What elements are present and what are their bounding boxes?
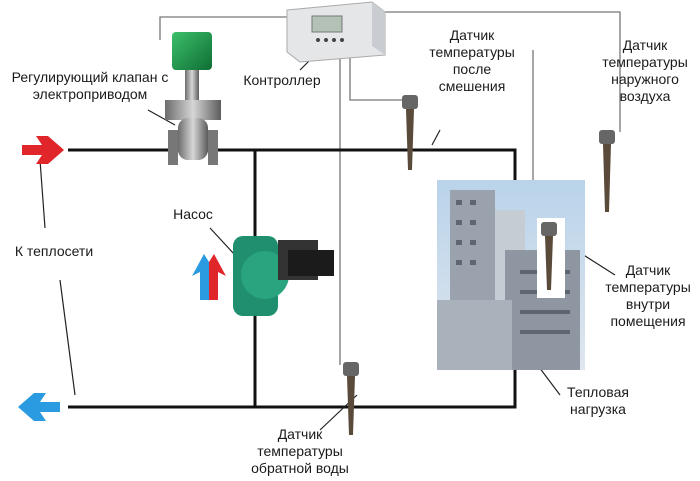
return-arrow-icon	[18, 393, 60, 421]
network-label: К теплосети	[14, 243, 94, 259]
sensor-return-icon	[343, 362, 359, 435]
sensor-mix-label: Датчик температуры после смешения	[429, 27, 515, 94]
valve-label: Регулирующий клапан с электроприводом	[11, 69, 169, 102]
sensor-outdoor-label: Датчик температуры наружного воздуха	[602, 37, 688, 104]
sensor-indoor-icon	[541, 222, 557, 290]
control-valve	[165, 32, 221, 165]
supply-arrow-icon	[22, 136, 64, 164]
pump-label: Насос	[173, 206, 213, 222]
building-image	[437, 180, 585, 370]
controller-device	[286, 1, 386, 63]
sensor-mix-icon	[402, 95, 418, 170]
sensor-return-label: Датчик температуры обратной воды	[251, 426, 349, 476]
circulation-pump	[233, 236, 334, 316]
load-label: Тепловая нагрузка	[567, 384, 629, 417]
controller-label: Контроллер	[243, 72, 321, 88]
pump-flow-arrow-icon	[192, 254, 226, 300]
sensor-outdoor-icon	[599, 130, 615, 212]
sensor-indoor-label: Датчик температуры внутри помещения	[605, 262, 691, 329]
control-wires	[159, 11, 621, 365]
